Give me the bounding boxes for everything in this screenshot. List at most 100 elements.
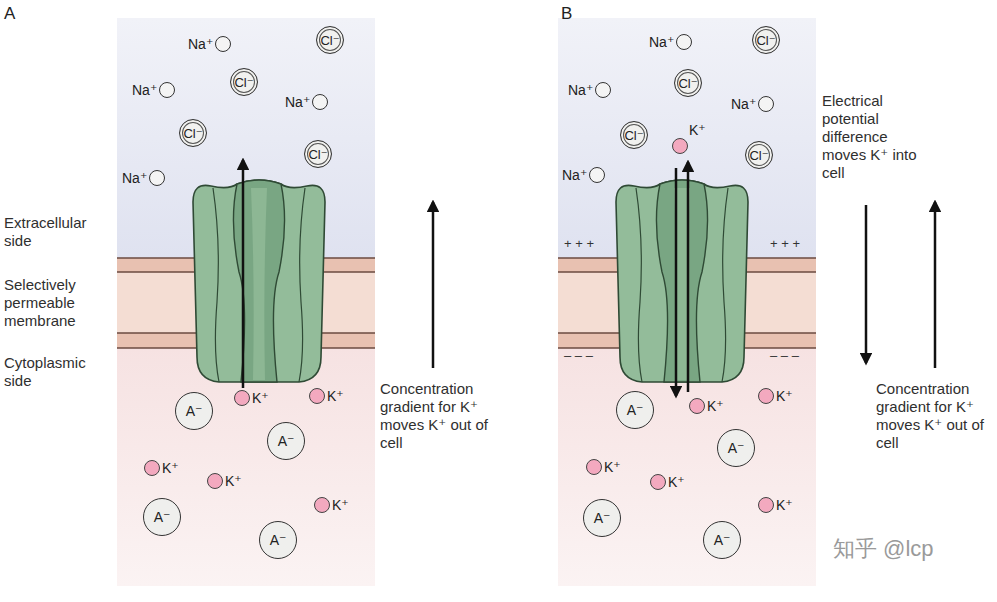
ion-group: K⁺ (586, 459, 621, 475)
ion-label: Na⁺ (188, 37, 213, 51)
ion-label: Cl⁻ (749, 149, 768, 162)
ion-label: Cl⁻ (183, 127, 202, 140)
charge-sign: + + + (564, 236, 594, 252)
ion-group: K⁺ (650, 474, 685, 490)
ion-circle: Cl⁻ (316, 26, 344, 54)
ion-label: Na⁺ (562, 168, 587, 182)
ion-label: A⁻ (154, 510, 171, 524)
ion-group: K⁺ (144, 460, 179, 476)
ion-label: A⁻ (728, 441, 745, 455)
ion-circle (149, 170, 165, 186)
ion-group: Na⁺ (568, 82, 611, 98)
ion-label: A⁻ (278, 434, 295, 448)
ion-circle: Cl⁻ (752, 26, 780, 54)
ion-circle: Cl⁻ (674, 69, 702, 97)
ion-label: Cl⁻ (320, 34, 339, 47)
ion-label: Cl⁻ (234, 76, 253, 89)
ion-circle (312, 94, 328, 110)
ion-circle (676, 34, 692, 50)
ion-circle: A⁻ (703, 521, 741, 559)
ion-circle (309, 388, 325, 404)
ion-label: A⁻ (594, 511, 611, 525)
ion-circle (234, 390, 250, 406)
ion-label: Cl⁻ (756, 34, 775, 47)
ion-group: Na⁺ (132, 82, 175, 98)
ion-circle (689, 398, 705, 414)
ion-label: Cl⁻ (678, 77, 697, 90)
ion-circle (144, 460, 160, 476)
ion-group: K⁺ (758, 388, 793, 404)
ion-group: Na⁺ (285, 94, 328, 110)
ion-label: Na⁺ (285, 95, 310, 109)
ion-label: K⁺ (776, 389, 793, 403)
ion-circle (758, 96, 774, 112)
arrow-caption: Concentration gradient for K⁺ moves K⁺ o… (380, 380, 508, 452)
ion-circle (758, 497, 774, 513)
ion-circle (207, 473, 223, 489)
ion-label: K⁺ (327, 389, 344, 403)
ion-label: K⁺ (776, 498, 793, 512)
ion-circle: A⁻ (175, 392, 213, 430)
ion-label: Na⁺ (731, 97, 756, 111)
ion-circle: A⁻ (583, 499, 621, 537)
ion-circle: Cl⁻ (304, 140, 332, 168)
ion-label: A⁻ (627, 403, 644, 417)
ion-circle: Cl⁻ (230, 68, 258, 96)
ion-label: Na⁺ (568, 83, 593, 97)
region-label: Cytoplasmic side (4, 354, 114, 390)
ion-group: Na⁺ (731, 96, 774, 112)
ion-label: K⁺ (668, 475, 685, 489)
ion-group: Na⁺ (122, 170, 165, 186)
panel-letter: B (561, 4, 572, 24)
ion-group: K⁺ (689, 398, 724, 414)
ion-circle (758, 388, 774, 404)
ion-circle: Cl⁻ (179, 119, 207, 147)
region-label: Extracellular side (4, 214, 110, 250)
ion-label: A⁻ (186, 404, 203, 418)
panel-letter: A (4, 4, 15, 24)
ion-label: Na⁺ (122, 171, 147, 185)
ion-label: K⁺ (162, 461, 179, 475)
ion-group: K⁺ (309, 388, 344, 404)
ion-group: K⁺ (672, 123, 706, 154)
arrow-caption: Electrical potential difference moves K⁺… (822, 92, 926, 182)
ion-label: A⁻ (714, 533, 731, 547)
ion-group: Na⁺ (562, 167, 605, 183)
ion-label: K⁺ (252, 391, 269, 405)
charge-sign: – – – (770, 348, 799, 364)
ion-circle: Cl⁻ (620, 121, 648, 149)
ion-circle: Cl⁻ (745, 141, 773, 169)
ion-label: Cl⁻ (308, 148, 327, 161)
ion-circle: A⁻ (717, 429, 755, 467)
ion-label: Na⁺ (132, 83, 157, 97)
ion-circle: A⁻ (143, 498, 181, 536)
ion-circle: A⁻ (267, 422, 305, 460)
ion-circle (595, 82, 611, 98)
ion-circle (589, 167, 605, 183)
ion-label: K⁺ (689, 123, 706, 137)
charge-sign: + + + (770, 236, 800, 252)
charge-sign: – – – (564, 348, 593, 364)
region-label: Selectively permeable membrane (4, 276, 110, 330)
ion-group: K⁺ (234, 390, 269, 406)
ion-circle (314, 497, 330, 513)
ion-group: Na⁺ (188, 36, 231, 52)
ion-circle (215, 36, 231, 52)
ion-group: K⁺ (207, 473, 242, 489)
ion-label: K⁺ (225, 474, 242, 488)
ion-circle (650, 474, 666, 490)
ion-circle (672, 138, 688, 154)
ion-label: A⁻ (270, 533, 287, 547)
arrow-caption: Concentration gradient for K⁺ moves K⁺ o… (876, 380, 994, 452)
watermark: 知乎 @lcp (833, 536, 934, 562)
ion-group: K⁺ (758, 497, 793, 513)
ion-circle: A⁻ (259, 521, 297, 559)
ion-group: K⁺ (314, 497, 349, 513)
ion-group: Na⁺ (649, 34, 692, 50)
ion-label: K⁺ (707, 399, 724, 413)
ion-label: Cl⁻ (624, 129, 643, 142)
ion-circle: A⁻ (616, 391, 654, 429)
ion-circle (586, 459, 602, 475)
ion-label: K⁺ (604, 460, 621, 474)
